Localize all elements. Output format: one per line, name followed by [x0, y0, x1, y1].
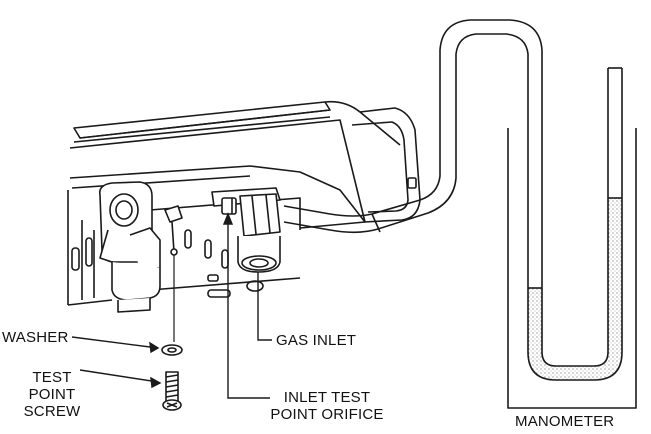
manometer-fluid-right: [608, 198, 622, 348]
washer-label: WASHER: [2, 329, 69, 346]
inlet-test-point-orifice-label-line1: INLET TEST: [283, 389, 371, 406]
test-point-screw-label-line1: TEST: [32, 369, 72, 386]
washer: [161, 344, 183, 356]
manometer-label: MANOMETER: [515, 413, 615, 430]
test-point-screw: [162, 371, 182, 411]
manometer-tubing: [283, 19, 543, 234]
test-point-screw-label-line3: SCREW: [23, 403, 81, 420]
gas-inlet-label: GAS INLET: [276, 332, 357, 349]
leader-lines: [71, 212, 272, 399]
gas-inlet-fitting: [211, 187, 281, 273]
manometer-fluid-left: [528, 288, 542, 348]
inlet-test-point-orifice-label: INLET TEST POINT ORIFICE: [262, 389, 392, 423]
water-heater-unit: [67, 100, 421, 306]
inlet-test-point-orifice-label-line2: POINT ORIFICE: [270, 406, 384, 423]
manometer-fluid-bottom: [528, 348, 622, 380]
test-point-screw-label-line2: POINT: [28, 386, 76, 403]
gas-valve-assembly: [98, 181, 183, 313]
manometer: [507, 67, 637, 409]
test-point-screw-label: TEST POINT SCREW: [22, 369, 82, 420]
